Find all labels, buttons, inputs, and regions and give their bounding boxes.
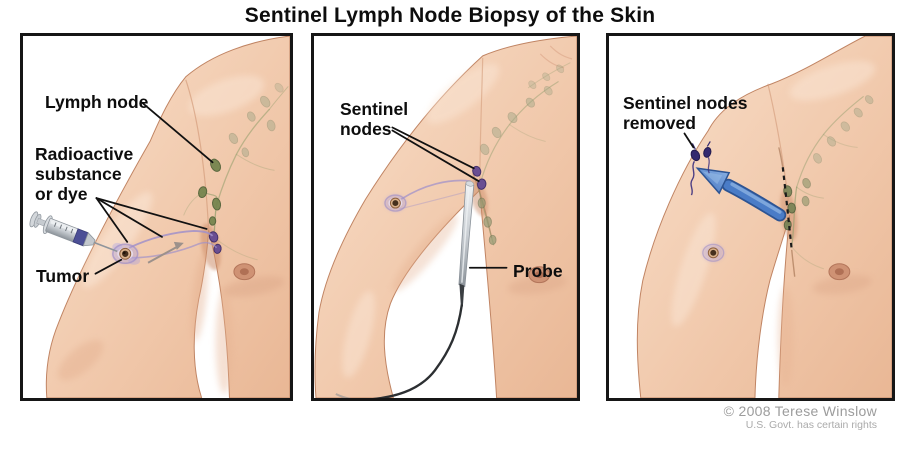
illustration-detection xyxy=(314,36,577,398)
syringe xyxy=(29,211,118,253)
probe-cable-fade xyxy=(335,393,352,398)
shoulder-highlight xyxy=(426,63,500,124)
panel-detection: Sentinel nodes Probe xyxy=(311,33,580,401)
probe-cable xyxy=(372,304,464,398)
flow-arrow xyxy=(147,244,180,264)
label-sentinel-removed: Sentinel nodes removed xyxy=(623,93,748,133)
probe xyxy=(335,180,475,398)
syringe-needle xyxy=(93,241,118,253)
lymph-nodes-green xyxy=(198,158,222,226)
flow-arrowhead xyxy=(173,241,184,250)
probe-collar xyxy=(459,283,465,307)
arm-inner-shadow xyxy=(392,214,458,292)
torso-edge-shadow xyxy=(215,290,234,395)
tumor xyxy=(384,179,471,212)
lymph-chain xyxy=(183,82,289,261)
lymph-nodes-faded xyxy=(228,82,284,158)
leader-sentinel-2 xyxy=(391,129,480,183)
tumor xyxy=(702,243,725,262)
lymph-nodes-faded xyxy=(480,64,565,156)
lymph-chain xyxy=(472,62,571,246)
label-radioactive: Radioactive substance or dye xyxy=(35,144,134,204)
illustration-removal xyxy=(636,36,892,398)
probe-highlight xyxy=(461,188,470,283)
removal-arrow xyxy=(695,167,787,222)
figure-body xyxy=(314,36,577,398)
probe-tip xyxy=(465,180,475,187)
neck-fold xyxy=(539,45,573,69)
lymph-nodes-green xyxy=(477,197,497,245)
forearm-highlight xyxy=(342,291,375,378)
panel-injection: Lymph node Radioactive substance or dye … xyxy=(20,33,293,401)
panel-removal: Sentinel nodes removed xyxy=(606,33,895,401)
figure-body xyxy=(45,36,290,398)
sentinel-nodes-purple xyxy=(472,165,487,190)
lymph-nodes-mid xyxy=(801,177,811,207)
nipple xyxy=(528,266,551,284)
elbow-shadow xyxy=(57,340,104,381)
dye-pathway xyxy=(400,179,471,200)
label-sentinel-nodes: Sentinel nodes xyxy=(340,99,409,139)
lymph-chain xyxy=(783,95,874,270)
leader-lymph-node xyxy=(141,101,214,164)
underpec-shadow xyxy=(221,276,285,298)
leader-radioactive-1 xyxy=(95,197,208,230)
label-probe: Probe xyxy=(513,261,563,281)
leader-radioactive-3 xyxy=(95,197,129,243)
bicep-highlight xyxy=(82,191,153,288)
label-tumor: Tumor xyxy=(36,266,90,286)
deltoid-contour xyxy=(767,83,791,214)
figure-body xyxy=(636,36,892,398)
label-lymph-node: Lymph node xyxy=(45,92,149,112)
incision-crease-bottom xyxy=(791,249,796,277)
dye-pathway xyxy=(128,230,218,264)
torso-edge-shadow xyxy=(777,286,794,387)
deltoid-contour xyxy=(185,79,210,230)
underpec-shadow xyxy=(507,274,567,295)
lymph-nodes-faded xyxy=(813,95,874,164)
leader-removed-nodes xyxy=(683,132,695,149)
arm-inner-shadow xyxy=(191,252,209,342)
credit-copyright: © 2008 Terese Winslow xyxy=(723,403,877,419)
leader-lines xyxy=(683,132,695,149)
shoulder-highlight xyxy=(789,60,876,101)
credit-rights: U.S. Govt. has certain rights xyxy=(745,419,877,432)
incision xyxy=(778,147,796,277)
removed-sentinel-nodes xyxy=(690,141,712,196)
incision-crease-top xyxy=(778,147,784,168)
nipple xyxy=(233,263,256,281)
illustration-injection xyxy=(29,36,290,398)
shoulder-highlight xyxy=(188,75,265,116)
credit: © 2008 Terese Winslow U.S. Govt. has cer… xyxy=(724,403,877,431)
leader-lines xyxy=(391,126,508,269)
leader-lines xyxy=(94,101,214,275)
tumor xyxy=(112,242,141,265)
leader-sentinel-1 xyxy=(391,126,475,170)
leader-tumor xyxy=(94,258,123,275)
underpec-shadow xyxy=(812,274,872,295)
arm-highlight xyxy=(671,212,716,327)
nipple xyxy=(828,263,851,281)
body-silhouette xyxy=(636,36,892,398)
leader-radioactive-2 xyxy=(95,197,163,238)
page-title: Sentinel Lymph Node Biopsy of the Skin xyxy=(244,4,656,27)
